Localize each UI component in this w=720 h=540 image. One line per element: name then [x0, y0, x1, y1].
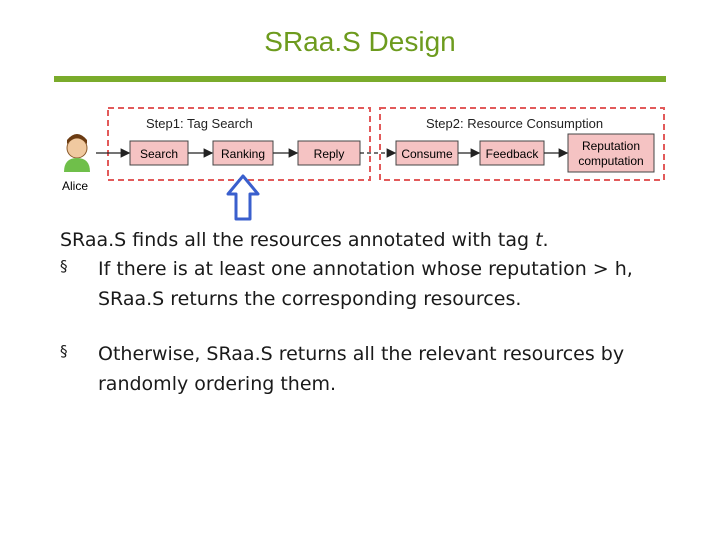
title-underline	[54, 76, 666, 82]
search-box-label: Search	[140, 147, 178, 161]
reputation-box-label-line1: Reputation	[582, 139, 640, 153]
reply-box-label: Reply	[314, 147, 345, 161]
consume-box-label: Consume	[401, 147, 453, 161]
step2-label: Step2: Resource Consumption	[426, 116, 603, 131]
ranking-box-label: Ranking	[221, 147, 265, 161]
lead-prefix: SRaa.S finds all the resources annotated…	[60, 229, 536, 251]
step2-container	[379, 107, 665, 181]
feedback-box-label: Feedback	[486, 147, 540, 161]
slide-title: SRaa.S Design	[264, 26, 456, 57]
bullet-text-1: If there is at least one annotation whos…	[98, 258, 633, 310]
slide-body: SRaa.S finds all the resources annotated…	[60, 226, 680, 399]
bullet-item-1: § If there is at least one annotation who…	[60, 255, 680, 314]
lead-tag: t	[535, 229, 543, 251]
person-icon	[64, 134, 90, 172]
user-label: Alice	[62, 179, 88, 193]
bullet-text-2: Otherwise, SRaa.S returns all the releva…	[98, 343, 625, 395]
workflow-diagram: Alice Step1: Tag Search Step2: Resource …	[62, 107, 665, 221]
lead-suffix: .	[542, 229, 549, 251]
reputation-box	[567, 133, 655, 173]
up-arrow-icon	[226, 174, 260, 221]
bullet-item-2: § Otherwise, SRaa.S returns all the relev…	[60, 340, 680, 399]
lead-paragraph: SRaa.S finds all the resources annotated…	[60, 226, 680, 255]
bullet-mark: §	[60, 342, 68, 361]
step1-label: Step1: Tag Search	[146, 116, 253, 131]
reputation-box-label-line2: computation	[578, 154, 643, 168]
bullet-mark: §	[60, 257, 68, 276]
